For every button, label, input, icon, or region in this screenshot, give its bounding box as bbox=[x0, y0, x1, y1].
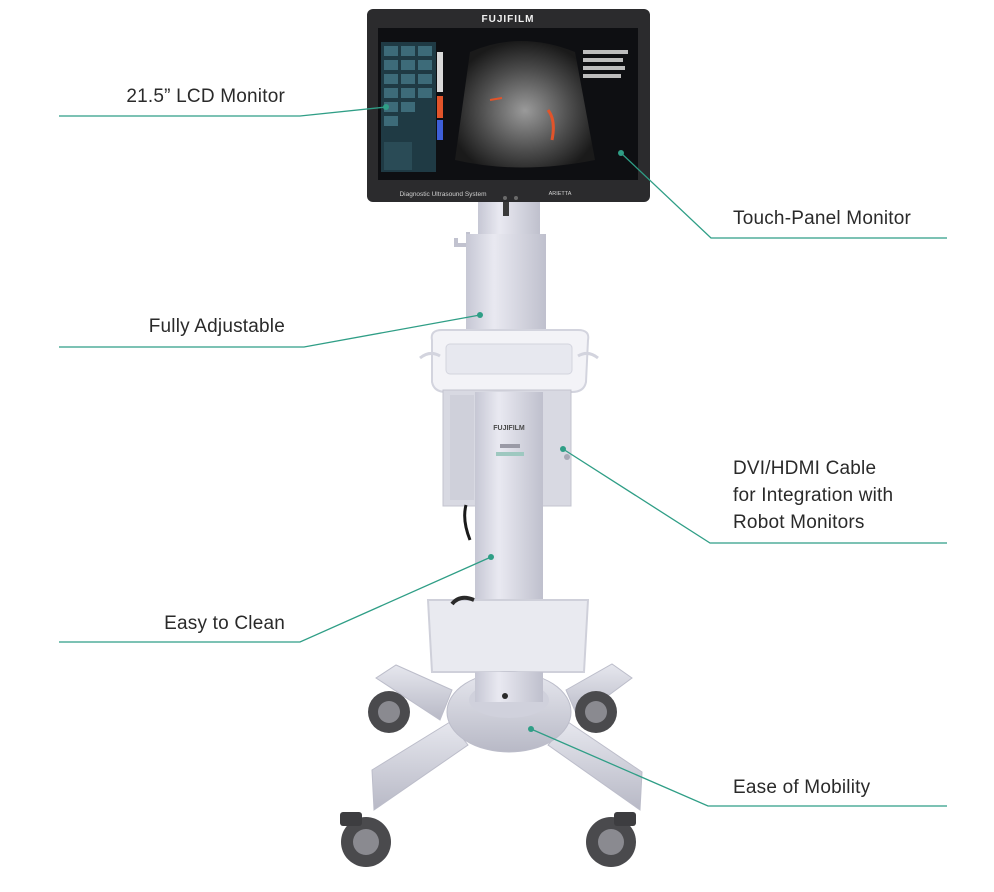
callout-text: DVI/HDMI Cable bbox=[733, 458, 877, 479]
storage-basket bbox=[426, 599, 590, 673]
ultrasound-image bbox=[455, 41, 595, 168]
callout-easy-to-clean: Easy to Clean bbox=[164, 610, 285, 637]
monitor-model-text: ARIETTA bbox=[549, 191, 572, 197]
leader-line-fully-adjustable bbox=[59, 314, 481, 348]
callout-dvi-hdmi-cable: DVI/HDMI Cable for Integration with Robo… bbox=[733, 455, 893, 536]
callout-text: for Integration with bbox=[733, 485, 894, 506]
leader-line-touch-panel bbox=[620, 152, 947, 239]
callout-touch-panel-monitor: Touch-Panel Monitor bbox=[733, 205, 911, 232]
callout-text: Touch-Panel Monitor bbox=[733, 208, 912, 229]
leader-dots bbox=[383, 104, 624, 732]
callout-ease-of-mobility: Ease of Mobility bbox=[733, 774, 870, 801]
leader-lines bbox=[59, 106, 947, 807]
leader-line-dvi-hdmi bbox=[562, 448, 947, 544]
callout-text: Ease of Mobility bbox=[733, 777, 871, 798]
leader-line-ease-of-mobility bbox=[530, 728, 947, 807]
monitor-logo: FUJIFILM bbox=[482, 14, 535, 25]
callout-text: Robot Monitors bbox=[733, 512, 865, 533]
leader-line-lcd-monitor bbox=[59, 106, 387, 117]
caster-wheels bbox=[340, 691, 636, 867]
lcd-monitor: FUJIFILM Diagnostic Ultrasound System AR… bbox=[367, 9, 650, 202]
touch-panel-controls bbox=[381, 42, 436, 172]
callout-text: Fully Adjustable bbox=[148, 316, 285, 337]
column-logo: FUJIFILM bbox=[493, 425, 525, 432]
callout-text: Easy to Clean bbox=[164, 613, 285, 634]
wheeled-base bbox=[371, 663, 643, 811]
monitor-bezel-text: Diagnostic Ultrasound System bbox=[399, 191, 486, 198]
callout-lcd-monitor: 21.5” LCD Monitor bbox=[126, 83, 285, 110]
callout-text: 21.5” LCD Monitor bbox=[126, 86, 285, 107]
leader-line-easy-to-clean bbox=[59, 556, 492, 643]
callout-fully-adjustable: Fully Adjustable bbox=[149, 313, 285, 340]
handle-tray bbox=[419, 329, 599, 393]
